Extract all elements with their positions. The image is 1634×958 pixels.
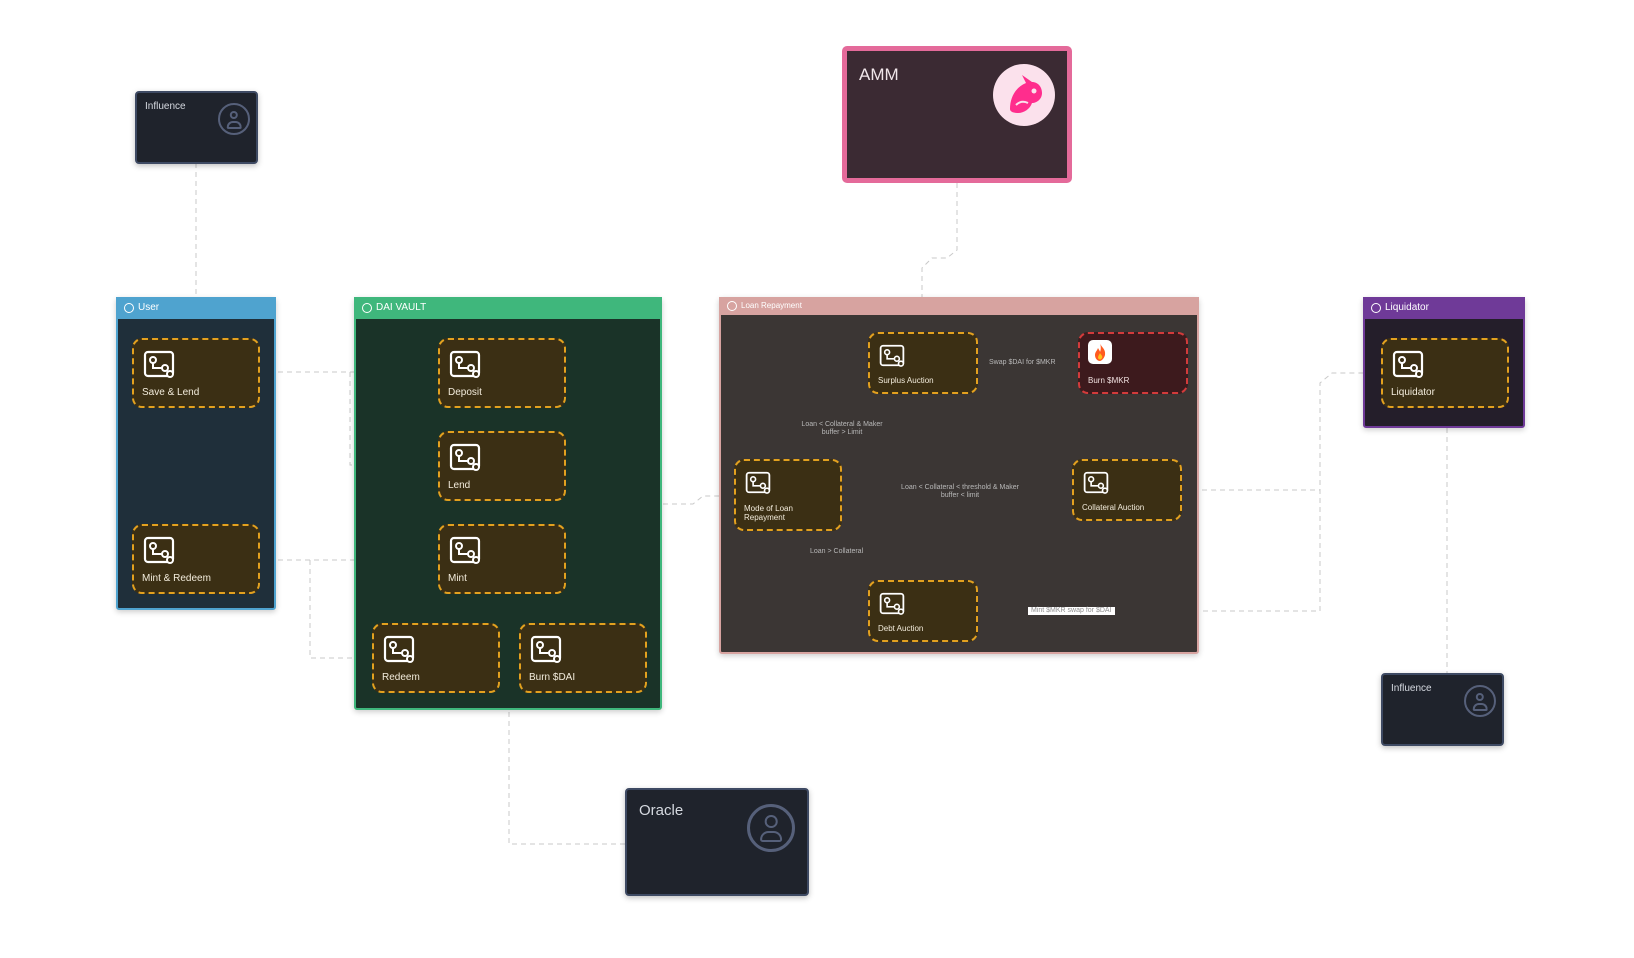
workflow-icon (879, 344, 905, 367)
node-label: Lend (448, 480, 471, 491)
node-label: Burn $MKR (1088, 376, 1130, 385)
person-icon (727, 301, 737, 311)
node-deposit[interactable]: Deposit (438, 338, 566, 408)
workflow-icon (449, 350, 481, 378)
dai-vault-title: DAI VAULT (376, 302, 427, 313)
node-label: Collateral Auction (1082, 503, 1145, 512)
user-group-header: User (116, 297, 276, 319)
node-label: Debt Auction (878, 624, 924, 633)
workflow-icon (143, 350, 175, 378)
loan-repayment-header: Loan Repayment (719, 297, 1199, 315)
node-label: Save & Lend (142, 387, 200, 398)
node-redeem[interactable]: Redeem (372, 623, 500, 693)
node-collateral-auction[interactable]: Collateral Auction (1072, 459, 1182, 521)
node-label: Deposit (448, 387, 482, 398)
workflow-icon (143, 536, 175, 564)
edge-label-loan-gt-limit: Loan < Collateral & Maker buffer > Limit (798, 421, 886, 437)
influence-label: Influence (145, 101, 186, 112)
person-icon (1371, 303, 1381, 313)
node-label: Redeem (382, 672, 420, 683)
edge-label-loan-threshold: Loan < Collateral < threshold & Maker bu… (900, 484, 1020, 500)
edge-label-swap: Swap $DAI for $MKR (986, 359, 1059, 367)
flame-icon (1088, 340, 1112, 364)
node-label: Burn $DAI (529, 672, 576, 683)
node-mode-loan-repayment[interactable]: Mode of Loan Repayment (734, 459, 842, 531)
node-burn-dai[interactable]: Burn $DAI (519, 623, 647, 693)
person-icon (218, 103, 250, 135)
workflow-icon (530, 635, 562, 663)
person-icon (124, 303, 134, 313)
unicorn-logo (993, 64, 1055, 126)
node-label: Surplus Auction (878, 376, 934, 385)
node-label: Mode of Loan Repayment (744, 504, 793, 522)
workflow-icon (449, 536, 481, 564)
person-icon (362, 303, 372, 313)
node-mint[interactable]: Mint (438, 524, 566, 594)
node-debt-auction[interactable]: Debt Auction (868, 580, 978, 642)
liquidator-title: Liquidator (1385, 302, 1429, 313)
person-icon (1464, 685, 1496, 717)
node-liquidator[interactable]: Liquidator (1381, 338, 1509, 408)
user-group-title: User (138, 302, 160, 313)
influence-label: Influence (1391, 683, 1432, 694)
amm-card[interactable]: AMM (842, 46, 1072, 183)
person-icon (747, 804, 795, 852)
loan-repayment-title: Loan Repayment (741, 301, 802, 310)
influence-card-top[interactable]: Influence (135, 91, 258, 164)
node-lend[interactable]: Lend (438, 431, 566, 501)
node-save-lend[interactable]: Save & Lend (132, 338, 260, 408)
node-label: Mint (448, 573, 467, 584)
node-label: Liquidator (1391, 387, 1435, 398)
node-surplus-auction[interactable]: Surplus Auction (868, 332, 978, 394)
workflow-icon (1392, 350, 1424, 378)
liquidator-header: Liquidator (1363, 297, 1525, 319)
influence-card-bottom[interactable]: Influence (1381, 673, 1504, 746)
workflow-icon (879, 592, 905, 615)
dai-vault-header: DAI VAULT (354, 297, 662, 319)
workflow-icon (383, 635, 415, 663)
workflow-icon (449, 443, 481, 471)
workflow-icon (1083, 471, 1109, 494)
node-label: Mint & Redeem (142, 573, 211, 584)
amm-label: AMM (859, 65, 899, 84)
node-mint-redeem[interactable]: Mint & Redeem (132, 524, 260, 594)
edge-label-loan-gt-collateral: Loan > Collateral (808, 548, 866, 556)
edge-label-mint-mkr: Mint $MKR swap for $DAI (1028, 607, 1115, 615)
node-burn-mkr[interactable]: Burn $MKR (1078, 332, 1188, 394)
oracle-label: Oracle (639, 802, 684, 819)
workflow-icon (745, 471, 771, 494)
oracle-card[interactable]: Oracle (625, 788, 809, 896)
